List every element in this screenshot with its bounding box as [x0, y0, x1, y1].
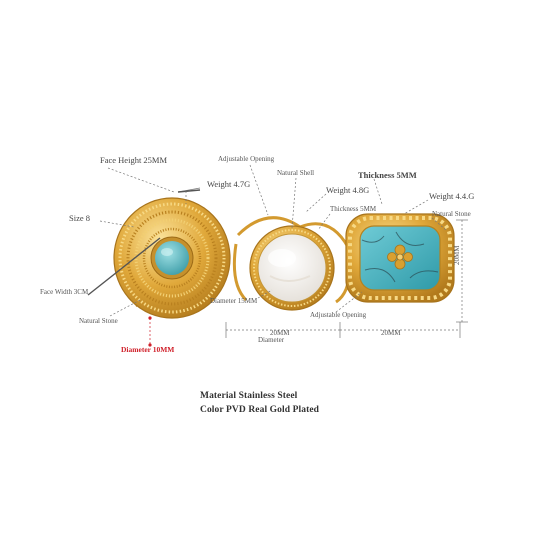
ring3-opening: Adjustable Opening: [310, 311, 367, 319]
ring1-weight: Weight 4.7G: [207, 179, 251, 189]
ring2-shell: Natural Shell: [277, 169, 315, 177]
ring1-stone: Natural Stone: [79, 317, 118, 325]
ring1-diameter: Diameter 10MM: [121, 345, 175, 354]
ring2-diameter: Diameter 15MM: [210, 297, 258, 305]
ring1-face-width: Face Width 3CM: [40, 288, 89, 296]
ring-sunburst: [113, 197, 231, 319]
ring1-size: Size 8: [69, 213, 91, 223]
ring2-width: 20MM: [270, 329, 290, 337]
ring2-thickness: Thickness 5MM: [330, 205, 377, 213]
ring2-weight: Weight 4.8G: [326, 185, 370, 195]
annotation-markers: [148, 316, 152, 347]
ring3-height: 20MM: [453, 245, 461, 265]
ring1-face-height: Face Height 25MM: [100, 155, 168, 165]
ring3-weight: Weight 4.4.G: [429, 191, 475, 201]
ring2-opening: Adjustable Opening: [218, 155, 275, 163]
ring-square: [345, 213, 455, 303]
annotation-lines: [87, 164, 468, 345]
ring3-width: 20MM: [381, 329, 401, 337]
material-caption: Material Stainless Steel: [200, 391, 298, 401]
ring3-stone: Natural Stone: [432, 210, 471, 218]
ring2-width-caption: Diameter: [258, 336, 285, 344]
color-caption: Color PVD Real Gold Plated: [200, 405, 320, 415]
ring3-thickness: Thickness 5MM: [358, 170, 417, 180]
